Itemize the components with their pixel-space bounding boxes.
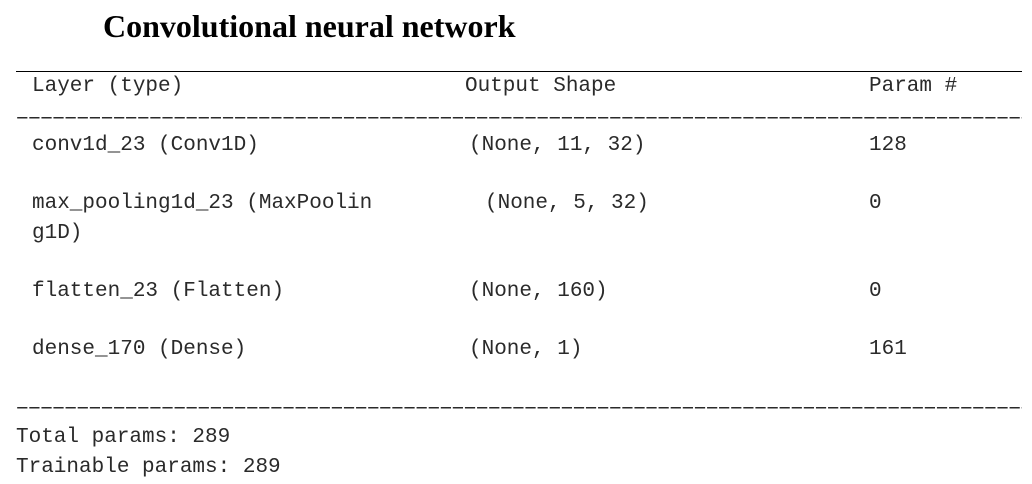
- total-params: Total params: 289: [16, 426, 231, 449]
- row-output-shape: (None, 11, 32): [469, 134, 646, 157]
- header-layer: Layer (type): [32, 75, 184, 98]
- row-params: 0: [869, 192, 882, 215]
- header-params: Param #: [869, 75, 958, 98]
- row-layer: conv1d_23 (Conv1D): [32, 134, 259, 157]
- row-params: 128: [869, 134, 907, 157]
- row-params: 161: [869, 338, 907, 361]
- row-layer: dense_170 (Dense): [32, 338, 247, 361]
- row-params: 0: [869, 280, 882, 303]
- row-layer: max_pooling1d_23 (MaxPoolin: [32, 192, 373, 215]
- footer-separator: ========================================…: [16, 403, 1022, 413]
- row-output-shape: (None, 160): [469, 280, 608, 303]
- trainable-params: Trainable params: 289: [16, 456, 281, 479]
- row-output-shape: (None, 5, 32): [485, 192, 649, 215]
- row-layer-wrap: g1D): [32, 222, 83, 245]
- top-divider: [16, 71, 1022, 72]
- page-title: Convolutional neural network: [103, 8, 516, 44]
- header-separator: ========================================…: [16, 113, 1022, 123]
- header-output-shape: Output Shape: [465, 75, 617, 98]
- row-output-shape: (None, 1): [469, 338, 583, 361]
- row-layer: flatten_23 (Flatten): [32, 280, 285, 303]
